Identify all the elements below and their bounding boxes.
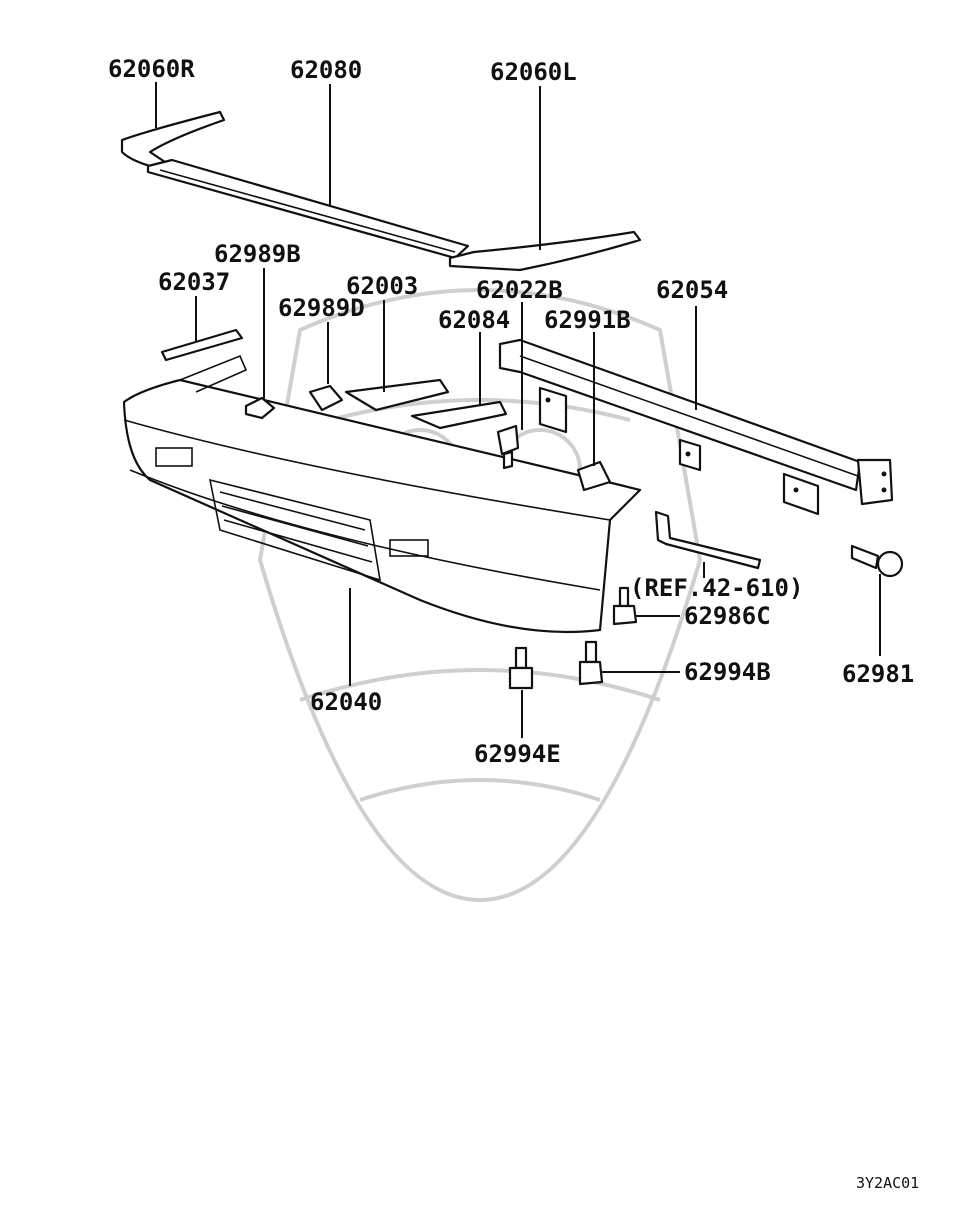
label-62003: 62003: [346, 272, 418, 300]
label-62060L: 62060L: [490, 58, 577, 86]
reinforcement-62054: [498, 338, 894, 516]
bolt-62994B: [578, 640, 604, 686]
label-62022B: 62022B: [476, 276, 563, 304]
label-62040: 62040: [310, 688, 382, 716]
clip-62989B: [244, 396, 276, 420]
label-62989B: 62989B: [214, 240, 301, 268]
bolt-62981: [850, 544, 904, 578]
leader-lines: [155, 82, 881, 738]
nut-62991B: [576, 460, 612, 492]
label-62994B: 62994B: [684, 658, 771, 686]
label-62037: 62037: [158, 268, 230, 296]
label-62084: 62084: [438, 306, 510, 334]
spoiler-62060L: [448, 230, 642, 272]
label-62060R: 62060R: [108, 55, 195, 83]
label-62991B: 62991B: [544, 306, 631, 334]
spoiler-62080: [146, 158, 470, 260]
spoiler-62060R: [120, 110, 226, 168]
label-62054: 62054: [656, 276, 728, 304]
fastener-62022B: [496, 424, 520, 470]
clip-62989D: [308, 384, 344, 412]
label-62981: 62981: [842, 660, 914, 688]
bumper-cover-62040: [122, 354, 642, 634]
label-62080: 62080: [290, 56, 362, 84]
label-62994E: 62994E: [474, 740, 561, 768]
bracket-62084: [410, 400, 508, 430]
bracket-62003: [344, 378, 450, 412]
strip-62037: [160, 328, 244, 362]
label-ref: (REF.42-610): [630, 574, 803, 602]
bolt-62986C: [612, 586, 638, 626]
diagram-code: 3Y2AC01: [856, 1174, 919, 1192]
bolt-62994E: [508, 646, 534, 690]
label-62986C: 62986C: [684, 602, 771, 630]
ref-bracket: [654, 510, 762, 570]
label-62989D: 62989D: [278, 294, 365, 322]
